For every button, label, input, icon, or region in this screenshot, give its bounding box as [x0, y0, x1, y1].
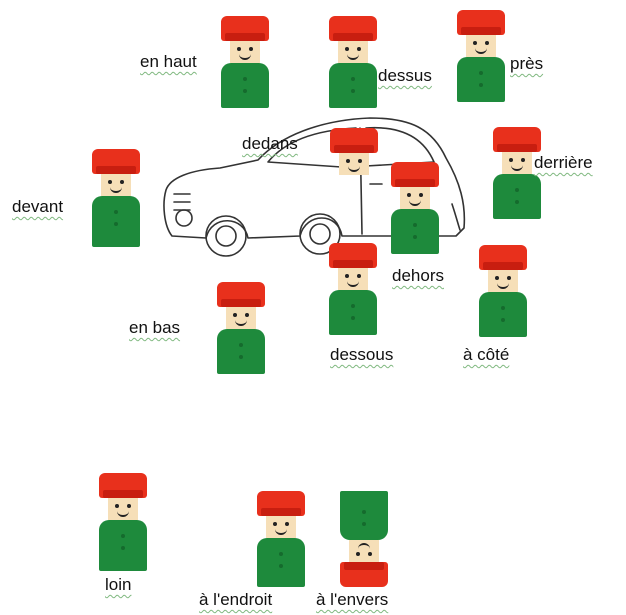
label-a-cote: à côté	[463, 345, 510, 364]
label-dedans: dedans	[242, 134, 298, 153]
figure-a-lenvers	[340, 491, 388, 587]
figure-dessous	[329, 243, 377, 335]
label-dessus: dessus	[378, 66, 432, 85]
label-en-haut: en haut	[140, 52, 197, 71]
label-derriere: derrière	[534, 153, 593, 172]
label-a-lenvers: à l'envers	[316, 590, 389, 609]
car-icon	[163, 117, 466, 257]
label-en-bas: en bas	[129, 318, 181, 337]
label-a-lendroit: à l'endroit	[199, 590, 273, 609]
figure-a-lendroit	[257, 491, 305, 587]
figure-dessus	[329, 16, 377, 108]
figure-derriere	[493, 127, 541, 219]
figure-devant	[92, 149, 140, 247]
label-dehors: dehors	[392, 266, 444, 285]
figure-dedans	[330, 128, 378, 178]
figure-pres	[457, 10, 505, 102]
figure-en-haut	[221, 16, 269, 108]
label-pres: près	[510, 54, 544, 73]
figure-en-bas	[217, 282, 265, 374]
figure-dehors	[391, 162, 439, 254]
figure-loin	[99, 473, 147, 571]
figure-a-cote	[479, 245, 527, 337]
label-devant: devant	[12, 197, 64, 216]
label-dessous: dessous	[330, 345, 394, 364]
label-loin: loin	[105, 575, 132, 594]
